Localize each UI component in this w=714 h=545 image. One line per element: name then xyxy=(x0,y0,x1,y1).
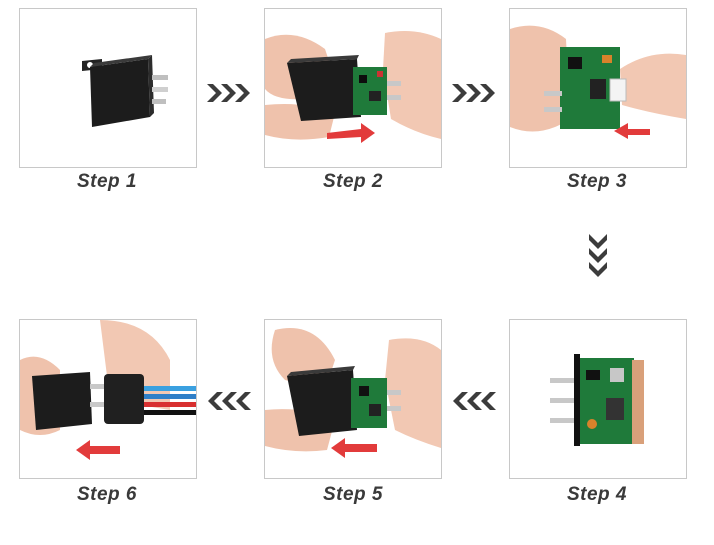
wire-connect-image xyxy=(20,320,196,460)
step-2-panel xyxy=(264,8,442,168)
chevron-left-icon xyxy=(450,390,498,412)
chevron-left-icon xyxy=(205,390,253,412)
chevron-right-icon xyxy=(450,82,498,104)
step-1-label: Step 1 xyxy=(76,171,138,192)
chevron-right-icon xyxy=(205,82,253,104)
relay-image xyxy=(82,55,168,127)
step-5-panel xyxy=(264,319,442,479)
step-3-label: Step 3 xyxy=(566,171,628,192)
step-2-label: Step 2 xyxy=(322,171,384,192)
pcb-module-image xyxy=(550,354,644,446)
red-arrow-icon xyxy=(76,440,120,460)
relay-close-image xyxy=(265,328,441,458)
step-1-panel xyxy=(19,8,197,168)
step-4-panel xyxy=(509,319,687,479)
sim-insert-image xyxy=(510,25,686,139)
red-arrow-icon xyxy=(327,123,375,143)
step-5-label: Step 5 xyxy=(322,484,384,505)
chevron-down-icon xyxy=(587,232,609,280)
red-arrow-icon xyxy=(331,438,377,458)
relay-open-image xyxy=(265,31,441,143)
step-6-panel xyxy=(19,319,197,479)
red-arrow-icon xyxy=(614,123,650,139)
step-3-panel xyxy=(509,8,687,168)
step-4-label: Step 4 xyxy=(566,484,628,505)
step-6-label: Step 6 xyxy=(76,484,138,505)
